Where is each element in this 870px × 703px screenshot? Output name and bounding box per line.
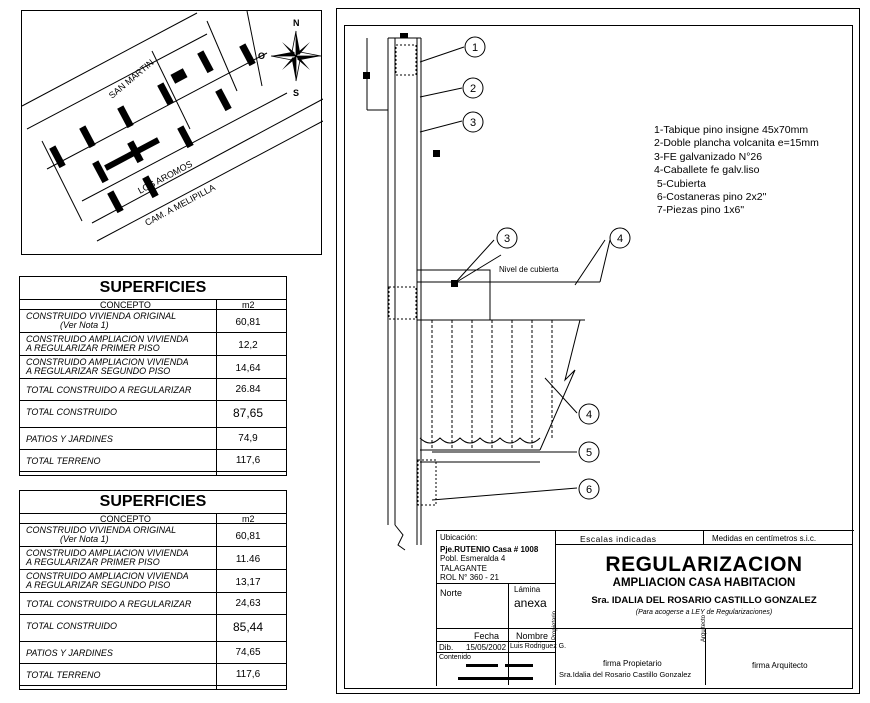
row-label: TOTAL TERRENO bbox=[26, 456, 101, 466]
address-line: Pje.RUTENIO Casa # 1008 bbox=[440, 545, 539, 554]
row-label: CONSTRUIDO AMPLIACION VIVIENDA bbox=[26, 571, 189, 581]
legend-item: 6-Costaneras pino 2x2" bbox=[654, 191, 767, 204]
compass-north-label: N bbox=[293, 18, 300, 28]
row-label: TOTAL CONSTRUIDO A REGULARIZAR bbox=[26, 599, 192, 609]
row-value: 26.84 bbox=[235, 384, 261, 395]
row-value: 117,6 bbox=[235, 455, 261, 466]
row-label: (Ver Nota 1) bbox=[60, 320, 109, 330]
row-value: 14,64 bbox=[235, 363, 261, 374]
arquitecto-vertical-label: Arquitecto bbox=[701, 614, 707, 642]
ubicacion-label: Ubicación: bbox=[440, 533, 478, 542]
lamina-label: Lámina bbox=[514, 585, 541, 594]
table-title: SUPERFICIES bbox=[99, 279, 207, 296]
firma-arquitecto-label: firma Arquitecto bbox=[752, 661, 808, 670]
firma-propietario-label: firma Propietario bbox=[603, 659, 662, 668]
location-map: SAN MARTIN LOS AROMOS CAM. A MELIPILLA N… bbox=[22, 11, 323, 242]
nivel-cubierta-label: Nivel de cubierta bbox=[499, 265, 559, 274]
escalas-label: Escalas indicadas bbox=[580, 534, 657, 544]
compass-rose-icon: N E S O bbox=[258, 18, 322, 98]
contenido-label: Contenido bbox=[439, 654, 471, 661]
callout-label: 3 bbox=[470, 117, 476, 129]
legend-item: 5-Cubierta bbox=[654, 177, 706, 190]
legend-item: 1-Tabique pino insigne 45x70mm bbox=[654, 124, 809, 136]
callout-label: 6 bbox=[586, 484, 592, 496]
col-concepto: CONCEPTO bbox=[100, 514, 151, 524]
drawing-sheet-frame bbox=[336, 8, 860, 694]
drawing-title: REGULARIZACION bbox=[605, 553, 803, 576]
owner-name: Sra. IDALIA DEL ROSARIO CASTILLO GONZALE… bbox=[591, 595, 817, 606]
row-label: CONSTRUIDO AMPLIACION VIVIENDA bbox=[26, 357, 189, 367]
legend-item: 2-Doble plancha volcanita e=15mm bbox=[654, 137, 819, 150]
row-value: 117,6 bbox=[235, 669, 261, 680]
location-map-frame: SAN MARTIN LOS AROMOS CAM. A MELIPILLA N… bbox=[21, 10, 323, 255]
drawing-inner-frame bbox=[344, 25, 853, 689]
row-value: 11.46 bbox=[235, 554, 261, 565]
row-value: 24,63 bbox=[235, 598, 261, 609]
propietario-vertical-label: Propietario bbox=[552, 610, 558, 640]
row-label: A REGULARIZAR SEGUNDO PISO bbox=[26, 580, 171, 590]
table-title: SUPERFICIES bbox=[99, 493, 207, 510]
legend-item: 7-Piezas pino 1x6" bbox=[654, 204, 745, 217]
address-line: Pobl. Esmeralda 4 bbox=[440, 554, 506, 563]
row-label: (Ver Nota 1) bbox=[60, 534, 109, 544]
contenido-bar bbox=[505, 664, 533, 667]
drawing-subtitle: AMPLIACION CASA HABITACION bbox=[612, 577, 796, 589]
compass-west-label: O bbox=[258, 51, 265, 61]
regularizacion-note: (Para acogerse a LEY de Regularizaciones… bbox=[635, 609, 773, 616]
row-label: TOTAL CONSTRUIDO bbox=[26, 407, 118, 417]
row-label: CONSTRUIDO AMPLIACION VIVIENDA bbox=[26, 334, 189, 344]
callout-label: 5 bbox=[586, 447, 592, 459]
row-value: 13,17 bbox=[235, 577, 261, 588]
row-value: 74,9 bbox=[238, 433, 258, 444]
row-value: 60,81 bbox=[235, 317, 261, 328]
legend-item: 3-FE galvanizado N°26 bbox=[654, 150, 763, 163]
row-label: A REGULARIZAR PRIMER PISO bbox=[26, 343, 160, 353]
nombre-label: Nombre bbox=[516, 631, 549, 641]
fecha-label: Fecha bbox=[474, 631, 500, 641]
address-line: ROL N° 360 - 21 bbox=[440, 573, 499, 582]
title-block bbox=[436, 530, 854, 686]
col-m2: m2 bbox=[242, 300, 255, 310]
legend-item: 4-Caballete fe galv.liso bbox=[654, 164, 760, 177]
lamina-value: anexa bbox=[514, 596, 547, 610]
row-value: 85,44 bbox=[232, 620, 264, 634]
nombre-value: Luis Rodriguez G. bbox=[510, 643, 567, 650]
row-label: PATIOS Y JARDINES bbox=[26, 434, 113, 444]
norte-label: Norte bbox=[440, 588, 463, 598]
dib-label: Dib. bbox=[439, 643, 454, 652]
row-label: CONSTRUIDO VIVIENDA ORIGINAL bbox=[26, 311, 177, 321]
callout-label: 4 bbox=[617, 233, 623, 245]
row-label: A REGULARIZAR PRIMER PISO bbox=[26, 557, 160, 567]
row-label: CONSTRUIDO AMPLIACION VIVIENDA bbox=[26, 548, 189, 558]
row-value: 60,81 bbox=[235, 531, 261, 542]
row-label: CONSTRUIDO VIVIENDA ORIGINAL bbox=[26, 525, 177, 535]
compass-south-label: S bbox=[293, 88, 299, 98]
row-value: 12,2 bbox=[238, 340, 258, 351]
row-label: A REGULARIZAR SEGUNDO PISO bbox=[26, 366, 171, 376]
callout-label: 4 bbox=[586, 409, 592, 421]
row-label: TOTAL TERRENO bbox=[26, 670, 101, 680]
callout-label: 3 bbox=[504, 233, 510, 245]
row-label: TOTAL CONSTRUIDO A REGULARIZAR bbox=[26, 385, 192, 395]
row-label: TOTAL CONSTRUIDO bbox=[26, 621, 118, 631]
contenido-bar bbox=[458, 677, 533, 680]
row-label: PATIOS Y JARDINES bbox=[26, 648, 113, 658]
callout-label: 2 bbox=[470, 83, 476, 95]
fecha-value: 15/05/2002 bbox=[466, 643, 507, 652]
callout-label: 1 bbox=[472, 42, 478, 54]
propietario-name: Sra.Idalia del Rosario Castillo Gonzalez bbox=[559, 670, 692, 679]
contenido-bar bbox=[466, 664, 498, 667]
col-m2: m2 bbox=[242, 514, 255, 524]
row-value: 87,65 bbox=[232, 406, 264, 420]
address-line: TALAGANTE bbox=[440, 564, 487, 573]
row-value: 74,65 bbox=[235, 647, 261, 658]
medidas-label: Medidas en centímetros s.i.c. bbox=[712, 534, 817, 543]
col-concepto: CONCEPTO bbox=[100, 300, 151, 310]
